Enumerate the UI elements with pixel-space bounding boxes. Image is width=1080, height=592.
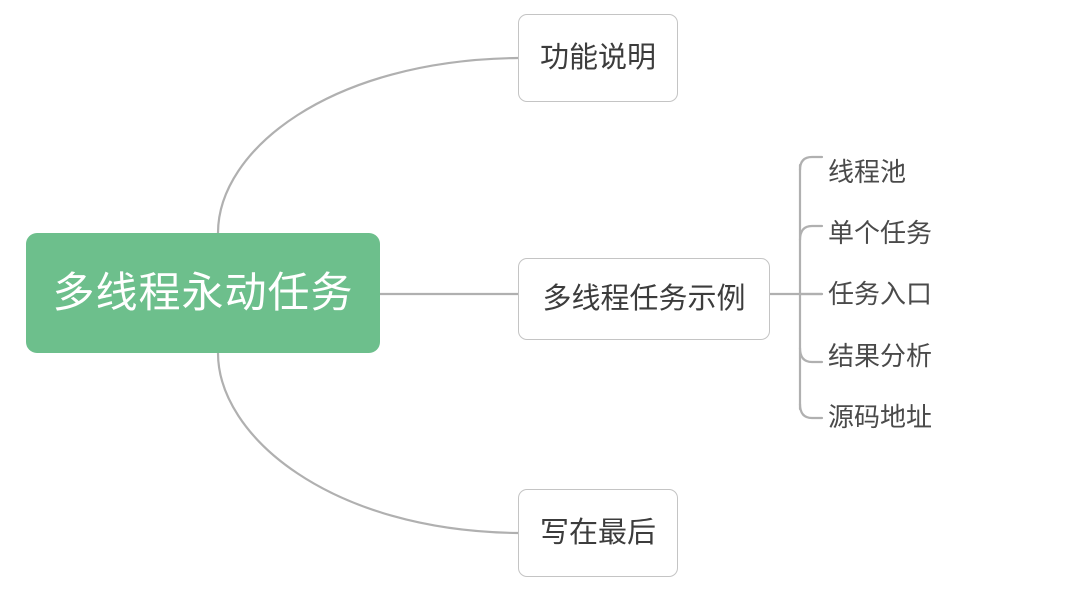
leaf-node-thread-pool[interactable]: 线程池	[828, 155, 906, 189]
leaf-node-thread-pool-label: 线程池	[828, 157, 907, 187]
leaf-node-result-analysis-label: 结果分析	[828, 341, 933, 371]
connector-spine-to-result-anal	[798, 346, 824, 364]
leaf-node-single-task[interactable]: 单个任务	[828, 216, 932, 250]
leaf-node-source-address[interactable]: 源码地址	[828, 400, 932, 434]
root-node[interactable]: 多线程永动任务	[26, 233, 380, 353]
branch-node-task-example[interactable]: 多线程任务示例	[518, 258, 770, 340]
branch-node-task-example-label: 多线程任务示例	[542, 282, 746, 315]
leaf-node-result-analysis[interactable]: 结果分析	[828, 339, 932, 373]
branch-node-function-desc[interactable]: 功能说明	[518, 14, 678, 102]
connector-spine-to-single-task	[798, 224, 824, 242]
leaf-node-single-task-label: 单个任务	[828, 218, 933, 248]
connector-spine-to-source-addr	[798, 402, 824, 420]
connector-spine-branch-thread-pool	[798, 155, 824, 172]
root-node-label: 多线程永动任务	[52, 269, 354, 316]
connector-root-to-function-desc	[216, 56, 520, 235]
leaf-node-task-entry[interactable]: 任务入口	[828, 277, 932, 311]
branch-node-function-desc-label: 功能说明	[539, 41, 656, 74]
leaf-node-task-entry-label: 任务入口	[828, 279, 933, 309]
leaf-node-source-address-label: 源码地址	[828, 402, 933, 432]
branch-node-written-last-label: 写在最后	[539, 516, 656, 549]
branch-node-written-last[interactable]: 写在最后	[518, 489, 678, 577]
connector-root-to-written-last	[216, 351, 520, 535]
